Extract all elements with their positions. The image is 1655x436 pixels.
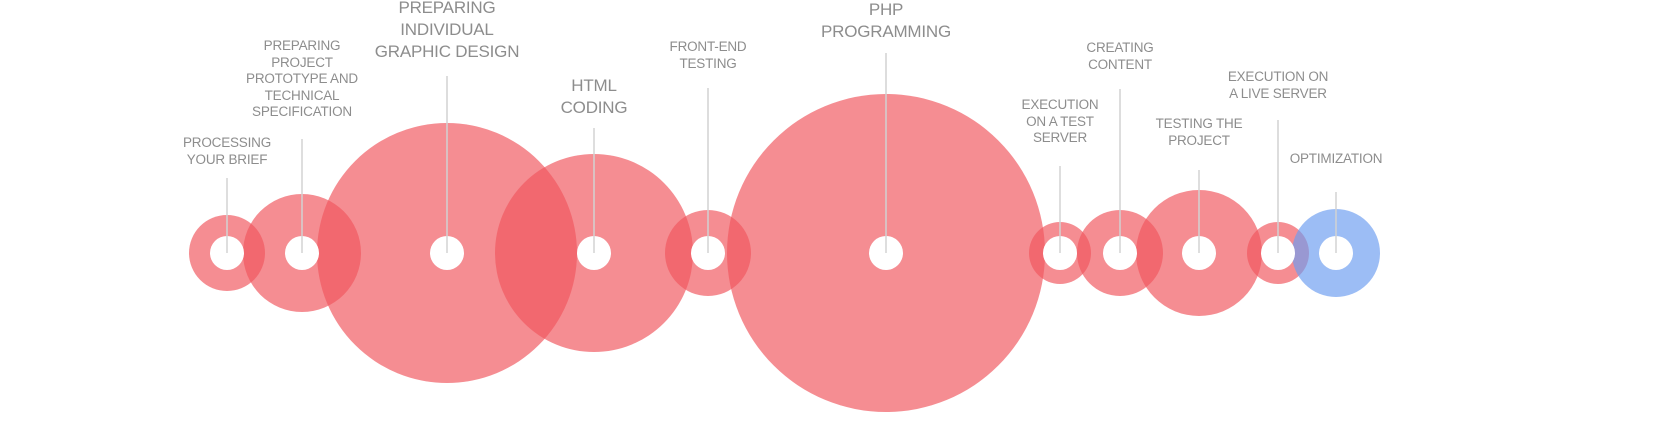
step-label-line: PREPARING — [263, 38, 341, 53]
step-label-line: ON A TEST — [1026, 113, 1094, 129]
step-label-line: PROTOTYPE AND — [246, 71, 358, 86]
step-label-line: PREPARING — [398, 0, 496, 17]
step-label-line: PROCESSING — [182, 135, 272, 150]
step-label-line: SERVER — [1032, 130, 1088, 145]
step-label-line: PROJECT — [271, 54, 333, 70]
step-label-line: EXECUTION ON — [1227, 69, 1329, 84]
step-label-line: TESTING — [679, 55, 737, 71]
step-label-line: CODING — [560, 98, 628, 117]
step-label-line: A LIVE SERVER — [1229, 85, 1327, 101]
step-label-11: OPTIMIZATION — [1290, 151, 1383, 168]
dot-group — [210, 236, 1353, 270]
step-label-line: PROGRAMMING — [820, 22, 952, 41]
step-label-line: FRONT-END — [669, 39, 747, 54]
floor-shadow — [0, 253, 1655, 368]
step-label-line: TESTING THE — [1155, 116, 1243, 131]
step-label-line: PROJECT — [1168, 132, 1230, 148]
step-label-6: PHP PROGRAMMING — [821, 0, 951, 43]
step-label-line: CREATING — [1086, 40, 1154, 55]
step-label-3: PREPARING INDIVIDUAL GRAPHIC DESIGN — [375, 0, 520, 63]
step-label-line: SPECIFICATION — [252, 104, 352, 119]
step-label-line: YOUR BRIEF — [186, 151, 268, 167]
step-label-line: INDIVIDUAL — [400, 20, 494, 39]
step-label-line: OPTIMIZATION — [1289, 151, 1383, 166]
step-label-4: HTML CODING — [561, 75, 628, 119]
step-label-line: EXECUTION — [1021, 97, 1099, 112]
step-label-line: GRAPHIC DESIGN — [374, 42, 520, 61]
step-label-line: HTML — [571, 76, 617, 95]
step-label-line: TECHNICAL — [264, 87, 340, 103]
step-label-line: CONTENT — [1088, 56, 1152, 72]
step-label-line: PHP — [868, 0, 904, 19]
